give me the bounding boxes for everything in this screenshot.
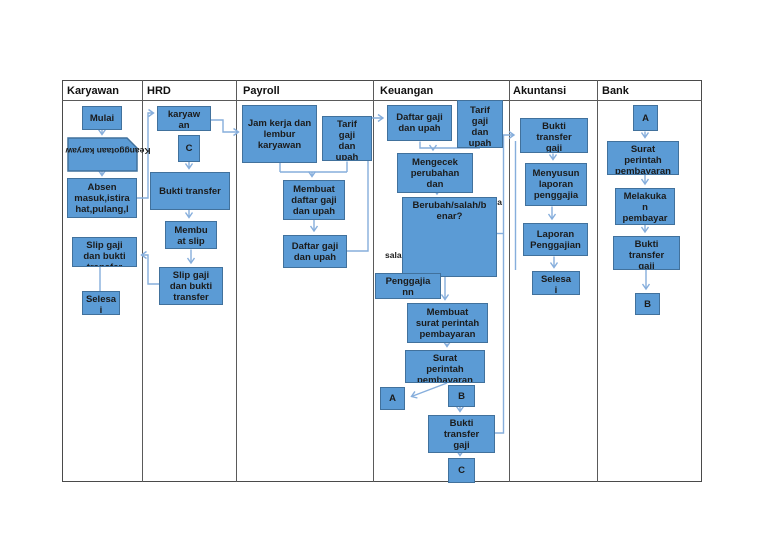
- connector-b-keuangan: B: [448, 385, 475, 407]
- node-tarif-gaji-keuangan: Tarif gaji dan upah: [457, 100, 503, 148]
- node-tarif-gaji-payroll: Tarif gaji dan upah: [322, 116, 372, 161]
- card-shape: [67, 137, 138, 172]
- branch-label-salah: sala: [385, 250, 402, 260]
- connector-c-hrd: C: [178, 135, 200, 162]
- lane-divider: [142, 80, 143, 482]
- node-daftar-gaji-keuangan: Daftar gaji dan upah: [387, 105, 452, 141]
- connector-c-keuangan: C: [448, 458, 475, 483]
- node-bukti-transfer-bank: Bukti transfer gaji: [613, 236, 680, 270]
- node-karyawan-hrd: karyaw an: [157, 106, 211, 131]
- node-membuat-slip: Membu at slip: [165, 221, 217, 249]
- node-membuat-surat-perintah: Membuat surat perintah pembayaran: [407, 303, 488, 343]
- decision-berubah-salah-benar: Berubah/salah/b enar?: [402, 197, 497, 277]
- node-absen: Absen masuk,istira hat,pulang,l: [67, 178, 137, 218]
- node-daftar-gaji-payroll: Daftar gaji dan upah: [283, 235, 347, 268]
- lane-header-bank: Bank: [602, 85, 629, 97]
- connector-a-keuangan: A: [380, 387, 405, 410]
- lane-divider: [597, 80, 598, 482]
- lane-header-payroll: Payroll: [243, 85, 280, 97]
- node-selesai-karyawan: Selesa i: [82, 291, 120, 315]
- lane-divider: [236, 80, 237, 482]
- lane-divider: [509, 80, 510, 482]
- node-keanggotaan-card-label: Keanggotaan karyaw: [65, 146, 151, 156]
- swimlane-table-frame: [62, 80, 702, 482]
- connector-a-bank: A: [633, 105, 658, 131]
- node-mulai: Mulai: [82, 106, 122, 130]
- node-slip-gaji-hrd: Slip gaji dan bukti transfer: [159, 267, 223, 305]
- node-menyusun-laporan: Menyusun laporan penggajia: [525, 163, 587, 206]
- node-penggajian: Penggajia nn: [375, 273, 441, 299]
- node-jam-kerja-lembur: Jam kerja dan lembur karyawan: [242, 105, 317, 163]
- lane-divider: [373, 80, 374, 482]
- lane-header-akuntansi: Akuntansi: [513, 85, 567, 97]
- node-laporan-penggajian: Laporan Penggajian: [523, 223, 588, 256]
- node-surat-perintah-bank: Surat perintah pembayaran: [607, 141, 679, 175]
- lane-header-hrd: HRD: [147, 85, 171, 97]
- node-melakukan-pembayaran: Melakuka n pembayar: [615, 188, 675, 225]
- lane-header-keuangan: Keuangan: [380, 85, 434, 97]
- header-divider: [62, 100, 702, 101]
- node-bukti-transfer-hrd: Bukti transfer: [150, 172, 230, 210]
- node-selesai-akuntansi: Selesa i: [532, 271, 580, 295]
- node-surat-perintah-keuangan: Surat perintah pembayaran: [405, 350, 485, 383]
- node-bukti-transfer-keuangan: Bukti transfer gaji: [428, 415, 495, 453]
- node-mengecek-perubahan: Mengecek perubahan dan: [397, 153, 473, 193]
- node-slip-gaji-karyawan: Slip gaji dan bukti transfer: [72, 237, 137, 267]
- connector-b-bank: B: [635, 293, 660, 315]
- lane-header-karyawan: Karyawan: [67, 85, 119, 97]
- node-bukti-transfer-akuntansi: Bukti transfer gaji: [520, 118, 588, 153]
- node-membuat-daftar-gaji: Membuat daftar gaji dan upah: [283, 180, 345, 220]
